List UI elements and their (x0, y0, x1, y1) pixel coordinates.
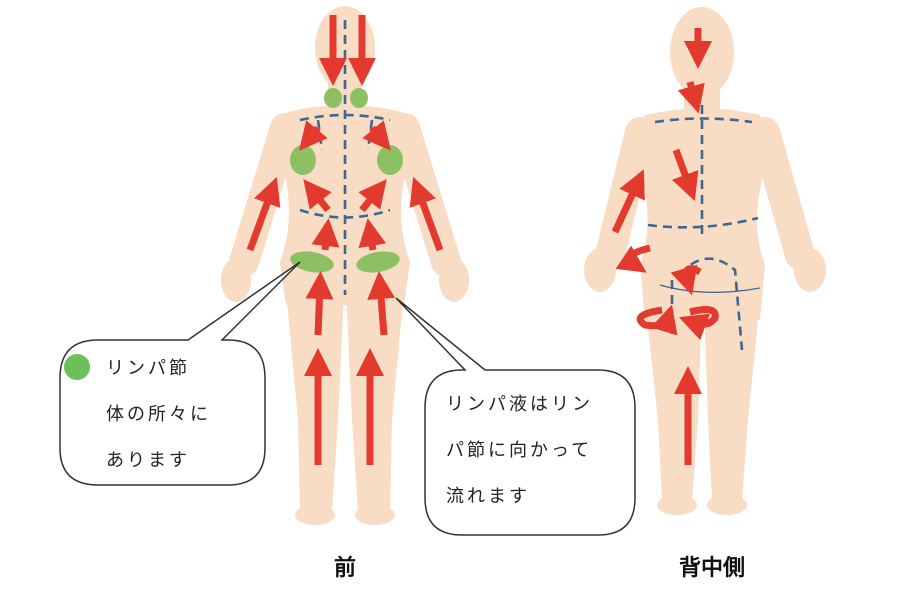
lymph-node-callout: リンパ節 体の所々に あります (59, 261, 301, 486)
callout-text-line: パ節に向かって (446, 440, 592, 461)
callout-text-line: リンパ液はリン (446, 394, 593, 415)
back-flow-arrows (611, 28, 719, 465)
front-flow-arrows (246, 15, 444, 465)
callout-text-line: リンパ節 (106, 358, 190, 379)
callout-text-line: あります (106, 450, 190, 471)
back-body-figure (584, 7, 826, 515)
lymph-flow-callout: リンパ液はリン パ節に向かって 流れます (395, 297, 636, 536)
front-label: 前 (334, 555, 356, 581)
front-lymph-nodes (290, 88, 403, 273)
back-label: 背中側 (679, 556, 745, 581)
callout-text-line: 流れます (446, 486, 530, 507)
callout-text-line: 体の所々に (106, 404, 211, 425)
lymph-node-legend-dot (64, 354, 90, 380)
